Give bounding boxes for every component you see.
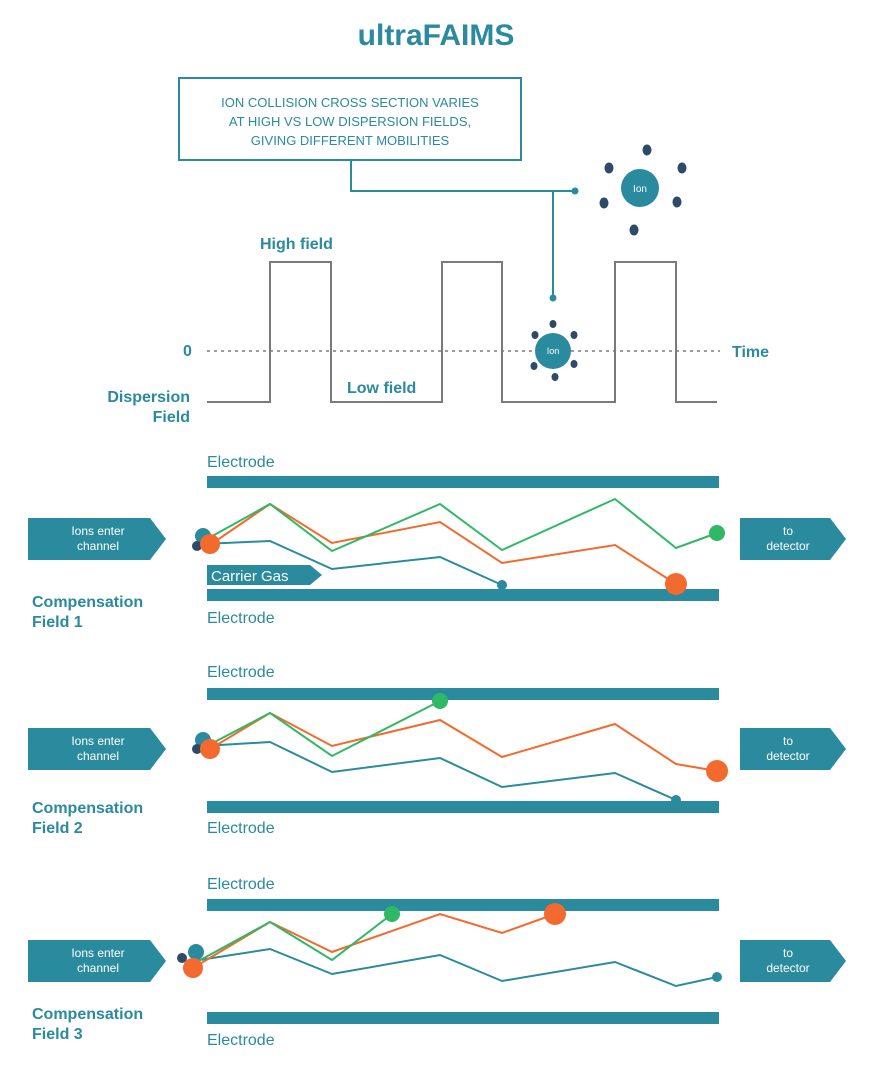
- ion-start-navy: [177, 953, 187, 963]
- title: ultraFAIMS: [358, 19, 515, 52]
- electrode-bottom: [207, 589, 719, 601]
- ion-start-teal: [188, 944, 204, 960]
- callout-line-1: ION COLLISION CROSS SECTION VARIES: [221, 95, 479, 110]
- panel-compensation-field-3: Electrode Electrode Ions enter channel t…: [28, 876, 846, 1049]
- ion-start-navy: [192, 541, 202, 551]
- panel-label-1: Compensation: [32, 1006, 143, 1023]
- trajectory-teal: [202, 740, 677, 801]
- trajectory-teal: [192, 947, 718, 988]
- time-label: Time: [732, 344, 769, 361]
- ion-end-teal: [671, 795, 681, 805]
- ion-end-teal: [497, 580, 507, 590]
- electrode-bottom-label: Electrode: [207, 820, 275, 837]
- zero-label: 0: [183, 343, 192, 360]
- detector-arrow: [740, 728, 846, 770]
- panel-label-1: Compensation: [32, 594, 143, 611]
- electrode-top-label: Electrode: [207, 454, 275, 471]
- carrier-gas-arrow: [207, 565, 322, 585]
- ion-start-orange: [183, 958, 203, 978]
- panel-label-2: Field 2: [32, 820, 83, 837]
- panel-label-2: Field 1: [32, 614, 83, 631]
- ions-enter-label-2: channel: [77, 749, 119, 763]
- ion-end-teal: [712, 972, 722, 982]
- dispersion-waveform: [207, 261, 717, 403]
- ion-end-green: [432, 693, 448, 709]
- trajectory-green: [206, 700, 441, 758]
- connector-dot-bottom: [549, 294, 557, 302]
- panel-compensation-field-2: Electrode Electrode Ions enter channel t…: [28, 664, 846, 837]
- connector-dot-right: [571, 187, 579, 195]
- callout-line-2: AT HIGH VS LOW DISPERSION FIELDS,: [229, 114, 471, 129]
- electrode-top-label: Electrode: [207, 876, 275, 893]
- electrode-top: [207, 476, 719, 488]
- low-field-label: Low field: [347, 380, 416, 397]
- ion-end-orange: [665, 573, 687, 595]
- detector-label-1: to: [783, 946, 793, 960]
- ions-enter-label-2: channel: [77, 539, 119, 553]
- ions-enter-label-2: channel: [77, 961, 119, 975]
- ion-start-navy: [192, 744, 202, 754]
- dispersion-field-label-2: Field: [153, 409, 190, 426]
- panel-label-2: Field 3: [32, 1026, 83, 1043]
- dispersion-field-label-1: Dispersion: [107, 389, 190, 406]
- high-field-label: High field: [260, 236, 333, 253]
- electrode-top-label: Electrode: [207, 664, 275, 681]
- electrode-top: [207, 899, 719, 911]
- detector-label-1: to: [783, 524, 793, 538]
- electrode-bottom-label: Electrode: [207, 1032, 275, 1049]
- detector-label-2: detector: [766, 961, 809, 975]
- ion-end-green: [709, 525, 725, 541]
- trajectory-orange: [192, 912, 556, 969]
- electrode-bottom: [207, 1012, 719, 1024]
- carrier-gas-label: Carrier Gas: [211, 568, 289, 585]
- ion-small-icon: [530, 320, 578, 381]
- ions-enter-arrow: [28, 728, 166, 770]
- ions-enter-label-1: Ions enter: [71, 524, 124, 538]
- panel-compensation-field-1: Electrode Electrode Ions enter channel t…: [28, 454, 846, 631]
- trajectory-orange: [209, 711, 718, 772]
- ion-end-orange: [544, 903, 566, 925]
- ion-large-icon: [599, 144, 687, 236]
- detector-label-2: detector: [766, 749, 809, 763]
- ions-enter-arrow: [28, 940, 166, 982]
- callout-connector: [350, 160, 574, 192]
- ions-enter-label-1: Ions enter: [71, 946, 124, 960]
- electrode-bottom-label: Electrode: [207, 610, 275, 627]
- electrode-top: [207, 688, 719, 700]
- ion-start-orange: [200, 739, 220, 759]
- ion-start-orange: [200, 534, 220, 554]
- ion-end-orange: [706, 760, 728, 782]
- detector-arrow: [740, 940, 846, 982]
- detector-label-1: to: [783, 734, 793, 748]
- detector-label-2: detector: [766, 539, 809, 553]
- electrode-bottom: [207, 801, 719, 813]
- trajectory-teal: [202, 539, 503, 586]
- ions-enter-label-1: Ions enter: [71, 734, 124, 748]
- callout-line-3: GIVING DIFFERENT MOBILITIES: [251, 133, 450, 148]
- detector-arrow: [740, 518, 846, 560]
- trajectory-green: [206, 497, 718, 553]
- trajectory-green: [192, 913, 393, 965]
- panel-label-1: Compensation: [32, 800, 143, 817]
- ion-large-label: Ion: [633, 184, 647, 195]
- ion-small-label: Ion: [547, 346, 560, 356]
- ion-end-green: [384, 906, 400, 922]
- ions-enter-arrow: [28, 518, 166, 560]
